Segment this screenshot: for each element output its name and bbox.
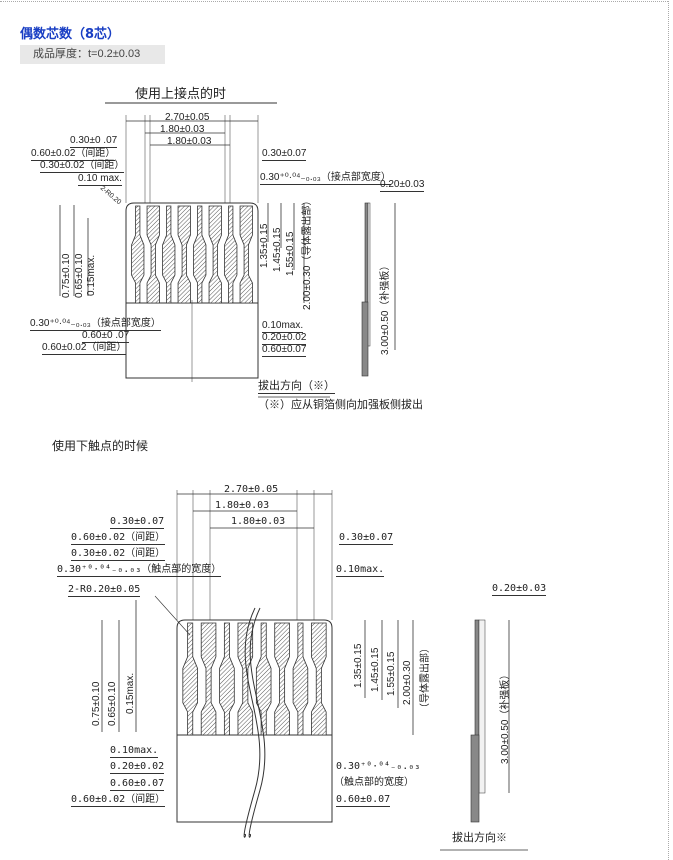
dim-gap: 0.30±0.02（间距） (40, 160, 125, 173)
dim2-bottom-left-2: 0.60±0.07 (110, 778, 165, 791)
dim-overall: 2.70±0.05 (165, 112, 210, 123)
dim-right-0: 1.35±0.15 (259, 223, 270, 268)
side2-stiffener: 3.00±0.50（补强板） (500, 669, 511, 764)
side-view-copper (367, 202, 371, 347)
dim-edge-right: 0.30±0.07 (262, 148, 307, 161)
dim2-pitch: 0.60±0.02（间距） (71, 532, 166, 545)
pull2-direction: 拔出方向※ (452, 832, 507, 844)
dim-right-2: 1.55±0.15 (285, 231, 296, 276)
dim-contact-width: 0.30⁺⁰·⁰⁴₋₀.₀₃（接点部宽度） (260, 172, 391, 185)
dim2-bottom-left-3: 0.60±0.02（间距） (71, 794, 166, 807)
dim-bottom-left-0: 0.30⁺⁰·⁰⁴₋₀.₀₃（接点部宽度） (30, 318, 161, 331)
contact-finger (177, 205, 191, 304)
dim-left-0: 0.75±0.10 (61, 253, 72, 298)
dim2-edge-left: 0.30±0.07 (110, 516, 165, 529)
frame-border-right (668, 1, 669, 860)
side-thickness: 0.20±0.03 (380, 179, 425, 192)
dim-right-1: 1.45±0.15 (272, 227, 283, 272)
dim2-right-3: 2.00±0.30 (402, 660, 413, 705)
dim2-corner: 2-R0.20±0.05 (68, 584, 141, 597)
dim2-offset: 0.10max. (336, 564, 385, 577)
contact-finger (193, 205, 207, 304)
contact-finger (162, 205, 176, 304)
contact-finger (146, 205, 160, 304)
break-line (248, 607, 266, 838)
side-view-board (361, 301, 369, 377)
dim-pitch: 0.60±0.02（间距） (31, 148, 116, 161)
break-line (243, 607, 261, 838)
contact-finger (311, 622, 327, 736)
bottom-contact-title: 使用下触点的时候 (52, 439, 149, 453)
dim-bottom-left-2: 0.60±0.02（间距） (42, 342, 127, 355)
dim2-bottom-left-1: 0.20±0.02 (110, 761, 165, 774)
side-stiffener: 3.00±0.50（补强板） (380, 260, 391, 355)
contact-finger (200, 622, 217, 736)
dim-offset: 0.10 max. (78, 173, 122, 186)
side-view-copper (478, 619, 486, 794)
dim2-overall: 2.70±0.05 (224, 484, 279, 495)
dim2-bottom-left-0: 0.10max. (110, 745, 159, 758)
dim2-span1: 1.80±0.03 (215, 500, 270, 511)
contact-finger (182, 622, 198, 736)
contact-finger (224, 205, 238, 304)
dim2-right-4: （导体露出部） (420, 643, 431, 713)
side-view-board (470, 734, 480, 823)
frame-border-top (0, 1, 668, 2)
dim-right-3: 2.00±0.30（导体露出部） (302, 195, 313, 310)
side2-thickness: 0.20±0.03 (492, 583, 547, 596)
dim-span1: 1.80±0.03 (160, 124, 205, 135)
dim2-gap: 0.30±0.02（间距） (71, 548, 166, 561)
bottom-contact-drawing (101, 490, 528, 851)
section-title: 偶数芯数（8芯） (20, 27, 121, 42)
dim2-edge-right: 0.30±0.07 (339, 532, 394, 545)
dim-left-2: 0.15max. (86, 254, 97, 296)
contact-finger (208, 205, 222, 304)
top-contact-title: 使用上接点的时 (135, 87, 227, 102)
dim2-bottom-right-2: 0.60±0.07 (336, 794, 391, 807)
contact-finger (131, 205, 145, 304)
top-contact-drawing (59, 115, 396, 398)
contact-finger (237, 622, 254, 736)
thickness-label: 成品厚度：t=0.2±0.03 (20, 45, 165, 64)
dim-bottom-right-1: 0.20±0.02 (262, 332, 307, 345)
dim2-span2: 1.80±0.03 (231, 516, 286, 527)
dim-span2: 1.80±0.03 (167, 136, 212, 147)
contact-finger (274, 622, 290, 736)
contact-finger (219, 622, 235, 736)
dim2-bottom-right-0: 0.30⁺⁰·⁰⁴₋₀.₀₃ (336, 761, 421, 772)
dim2-left-1: 0.65±0.10 (107, 681, 118, 726)
dim-edge-left: 0.30±0 .07 (70, 135, 118, 148)
dim-bottom-left-1: 0.60±0 .07 (82, 330, 130, 343)
contact-finger (239, 205, 253, 304)
dim-left-1: 0.65±0.10 (74, 253, 85, 298)
dim2-left-0: 0.75±0.10 (91, 681, 102, 726)
pull-direction: 拔出方向（※） (258, 380, 335, 394)
pull-note: （※）应从铜箔侧向加强板侧拔出 (258, 399, 423, 411)
dim-bottom-right-0: 0.10max. (262, 320, 304, 333)
corner-leader (154, 595, 191, 636)
dim2-right-0: 1.35±0.15 (353, 643, 364, 688)
contact-finger (255, 622, 272, 736)
dim-bottom-right-2: 0.60±0.07 (262, 344, 307, 357)
dim2-bottom-right-1: （触点部的宽度） (334, 777, 414, 788)
dim2-contact-width: 0.30⁺⁰·⁰⁴₋₀.₀₃（触点部的宽度） (57, 564, 222, 577)
dim2-right-2: 1.55±0.15 (386, 651, 397, 696)
dim2-left-2: 0.15max. (125, 672, 136, 714)
contact-finger (292, 622, 309, 736)
dim2-right-1: 1.45±0.15 (370, 647, 381, 692)
